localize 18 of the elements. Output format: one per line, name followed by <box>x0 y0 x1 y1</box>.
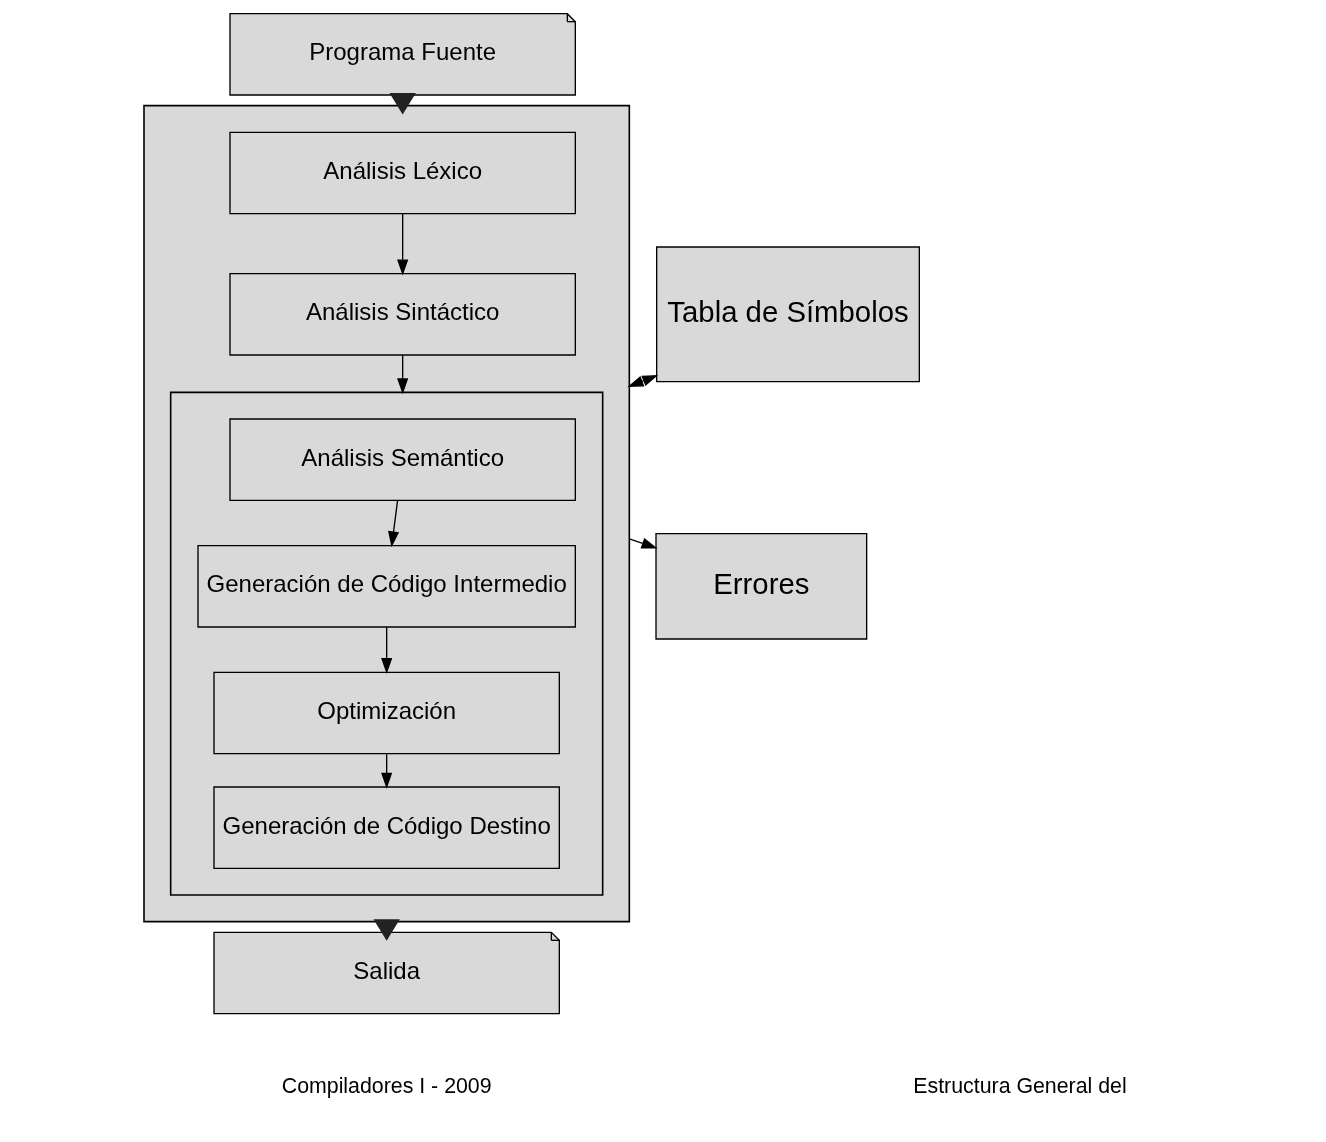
node-box: Análisis Sintáctico <box>229 273 576 356</box>
arrow <box>628 538 658 549</box>
label: Compiladores I - 2009 <box>281 1073 492 1098</box>
node-box: Análisis Semántico <box>229 418 576 501</box>
node-box: Errores <box>655 533 868 640</box>
arrow <box>397 354 409 395</box>
node-box: Análisis Léxico <box>229 131 576 215</box>
arrow <box>627 375 659 387</box>
node-box: Optimización <box>213 671 560 755</box>
arrow <box>388 499 400 548</box>
arrow <box>397 213 409 276</box>
arrow <box>381 753 393 789</box>
node-box: Generación de Código Destino <box>213 786 560 869</box>
node-box: Generación de Código Intermedio <box>197 545 576 628</box>
arrow <box>381 626 393 675</box>
label: Estructura General del <box>913 1073 1127 1098</box>
node-box: Tabla de Símbolos <box>656 246 920 383</box>
cluster <box>169 391 604 896</box>
